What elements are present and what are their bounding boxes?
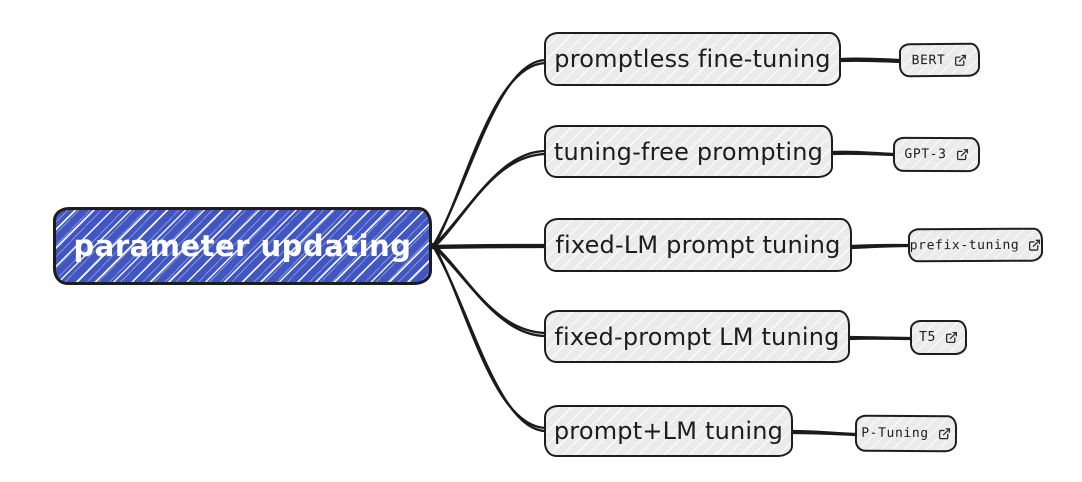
branch-node-label: fixed-prompt LM tuning [554, 322, 840, 351]
branch-node-prompt-plus-lm-tuning[interactable]: prompt+LM tuning [544, 405, 793, 457]
leaf-link-node-gpt-3[interactable]: GPT-3 [892, 136, 981, 173]
branch-node-tuning-free-prompting[interactable]: tuning-free prompting [544, 125, 833, 178]
root-node-label: parameter updating [73, 229, 412, 263]
leaf-link-node-prefix-tuning[interactable]: prefix-tuning [907, 227, 1044, 263]
branch-node-label: fixed-LM prompt tuning [555, 231, 841, 259]
leaf-node-label: BERT [911, 52, 946, 68]
external-link-icon [938, 427, 951, 440]
leaf-link-node-t5[interactable]: T5 [910, 320, 967, 355]
branch-node-promptless-fine-tuning[interactable]: promptless fine-tuning [544, 32, 841, 86]
root-node-parameter-updating[interactable]: parameter updating [53, 207, 432, 285]
leaf-node-label: T5 [919, 330, 936, 345]
external-link-icon [1028, 238, 1041, 251]
leaf-link-node-p-tuning[interactable]: P-Tuning [854, 414, 958, 453]
leaf-node-label: prefix-tuning [909, 237, 1020, 253]
branch-node-fixed-prompt-lm-tuning[interactable]: fixed-prompt LM tuning [544, 310, 850, 363]
leaf-link-node-bert[interactable]: BERT [898, 42, 981, 78]
branch-node-fixed-lm-prompt-tuning[interactable]: fixed-LM prompt tuning [544, 218, 852, 272]
branch-node-label: prompt+LM tuning [553, 417, 784, 445]
leaf-node-label: P-Tuning [861, 425, 929, 442]
external-link-icon [945, 331, 958, 344]
external-link-icon [956, 148, 969, 161]
external-link-icon [954, 53, 967, 66]
branch-node-label: tuning-free prompting [553, 137, 824, 166]
leaf-node-label: GPT-3 [904, 146, 947, 163]
branch-node-label: promptless fine-tuning [554, 45, 831, 73]
